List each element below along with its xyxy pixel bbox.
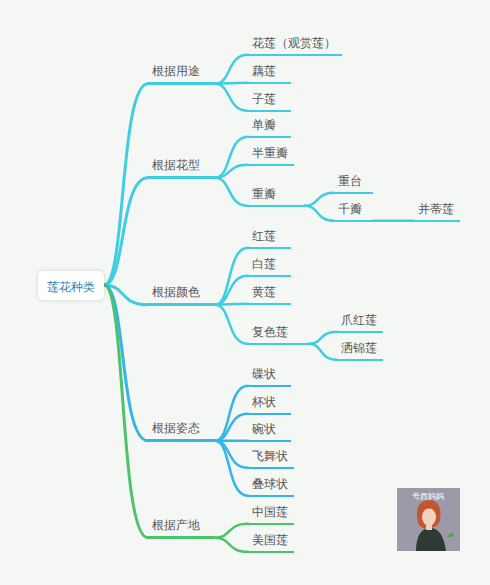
branch-connector <box>305 193 334 206</box>
branch-connector <box>215 165 248 178</box>
topic-text: 复色莲 <box>252 325 288 340</box>
branch-topic: 根据花型 <box>147 152 215 179</box>
leaf-topic: 花莲（观赏莲） <box>247 30 342 56</box>
avatar-body <box>416 528 446 551</box>
watermark-text: 号西妈妈 <box>399 492 457 502</box>
avatar-fringe <box>421 506 437 511</box>
topic-text: 叠球状 <box>252 477 288 492</box>
leaf-topic: 美国莲 <box>247 527 294 553</box>
branch-connector <box>215 386 248 441</box>
topic-text: 美国莲 <box>252 533 288 548</box>
topic-text: 重瓣 <box>252 187 276 202</box>
topic-text: 杯状 <box>252 395 276 410</box>
topic-text: 飞舞状 <box>252 449 288 464</box>
topic-text: 并蒂莲 <box>418 202 454 217</box>
branch-connector <box>215 178 248 206</box>
branch-topic: 根据姿态 <box>147 415 215 442</box>
branch-connector <box>215 524 248 538</box>
topic-text: 洒锦莲 <box>341 341 377 356</box>
leaf-topic: 碟状 <box>247 361 291 387</box>
topic-text: 单瓣 <box>252 118 276 133</box>
branch-connector <box>215 248 248 305</box>
topic-text: 藕莲 <box>252 64 276 79</box>
branch-connector <box>305 206 334 221</box>
leaf-topic: 子莲 <box>247 86 291 112</box>
branch-connector <box>309 332 337 344</box>
topic-text: 爪红莲 <box>341 313 377 328</box>
leaf-topic: 中国莲 <box>247 499 294 525</box>
branch-topic: 根据用途 <box>147 58 215 85</box>
topic-text: 根据颜色 <box>152 285 200 300</box>
topic-text: 碗状 <box>252 422 276 437</box>
topic-text: 千瓣 <box>338 202 362 217</box>
leaf-topic: 半重瓣 <box>247 140 294 166</box>
branch-connector <box>104 84 148 285</box>
branch-connector <box>215 137 248 178</box>
avatar-background <box>397 488 460 551</box>
leaf-topic: 爪红莲 <box>336 307 383 333</box>
branch-connector <box>373 220 414 223</box>
leaf-topic: 碗状 <box>247 416 291 442</box>
avatar-face <box>422 508 436 526</box>
topic-text: 花莲（观赏莲） <box>252 36 336 51</box>
leaf-topic: 红莲 <box>247 223 291 249</box>
leaf-topic: 并蒂莲 <box>413 196 460 222</box>
avatar-hair <box>417 500 441 529</box>
branch-connector <box>104 285 148 538</box>
avatar-neck <box>426 525 432 530</box>
branch-connector <box>215 305 248 344</box>
topic-text: 红莲 <box>252 229 276 244</box>
branch-connector <box>215 441 248 468</box>
branch-connector <box>104 285 148 441</box>
leaf-topic: 叠球状 <box>247 471 294 497</box>
topic-text: 莲花种类 <box>47 280 95 295</box>
topic-text: 白莲 <box>252 257 276 272</box>
leaf-topic: 复色莲 <box>247 319 309 345</box>
branch-topic: 根据颜色 <box>147 279 215 306</box>
topic-text: 根据用途 <box>152 64 200 79</box>
branch-connector <box>215 84 248 111</box>
branch-connector <box>215 538 248 552</box>
leaf-topic: 黄莲 <box>247 279 291 305</box>
branch-connector <box>215 276 248 305</box>
branch-topic: 根据产地 <box>147 512 215 539</box>
leaf-topic: 白莲 <box>247 251 291 277</box>
topic-text: 半重瓣 <box>252 146 288 161</box>
root-topic: 莲花种类 <box>38 271 104 300</box>
branch-connector <box>309 344 337 360</box>
topic-text: 根据姿态 <box>152 421 200 436</box>
leaf-topic: 洒锦莲 <box>336 335 383 361</box>
branch-connector <box>215 414 248 441</box>
branch-connector <box>215 304 248 305</box>
leaf-topic: 千瓣 <box>333 196 373 222</box>
topic-text: 碟状 <box>252 367 276 382</box>
topic-text: 根据产地 <box>152 518 200 533</box>
topic-text: 根据花型 <box>152 158 200 173</box>
leaf-topic: 重台 <box>333 168 373 194</box>
branch-connector <box>104 178 148 285</box>
avatar-leaf <box>446 532 454 538</box>
topic-text: 重台 <box>338 174 362 189</box>
topic-text: 子莲 <box>252 92 276 107</box>
topic-text: 中国莲 <box>252 505 288 520</box>
topic-text: 黄莲 <box>252 285 276 300</box>
leaf-topic: 杯状 <box>247 389 291 415</box>
branch-connector <box>215 441 248 496</box>
leaf-topic: 重瓣 <box>247 181 305 207</box>
leaf-topic: 单瓣 <box>247 112 291 138</box>
leaf-topic: 飞舞状 <box>247 443 294 469</box>
branch-connector <box>215 55 248 84</box>
leaf-topic: 藕莲 <box>247 58 291 84</box>
